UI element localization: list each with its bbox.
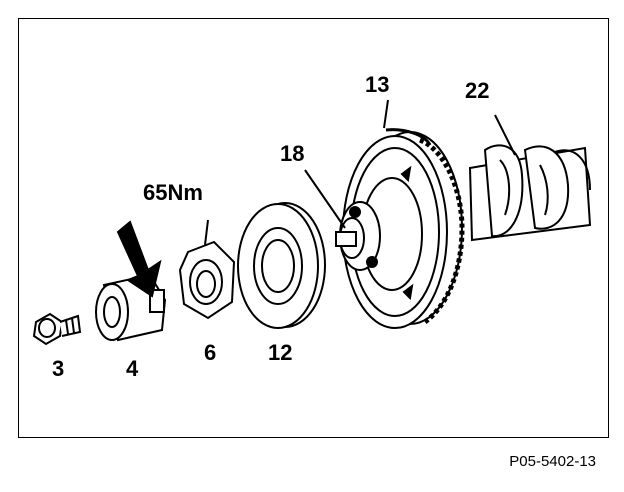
label-torque: 65Nm xyxy=(143,180,203,205)
pulley-part xyxy=(342,99,465,329)
washer-part xyxy=(237,202,326,329)
label-nut: 6 xyxy=(204,340,217,365)
label-hub: 18 xyxy=(280,141,305,166)
bolt-part xyxy=(32,312,82,346)
sleeve-part xyxy=(95,220,167,342)
figure-reference: P05-5402-13 xyxy=(509,453,596,470)
label-sleeve: 4 xyxy=(126,356,139,381)
hub-part xyxy=(304,169,381,271)
label-washer: 12 xyxy=(268,340,293,365)
crankshaft-part xyxy=(468,114,592,242)
diagram-frame xyxy=(18,18,609,438)
label-pulley: 13 xyxy=(365,72,390,97)
label-bolt: 3 xyxy=(52,356,65,381)
nut-part xyxy=(178,219,236,320)
label-crankshaft: 22 xyxy=(465,78,490,103)
